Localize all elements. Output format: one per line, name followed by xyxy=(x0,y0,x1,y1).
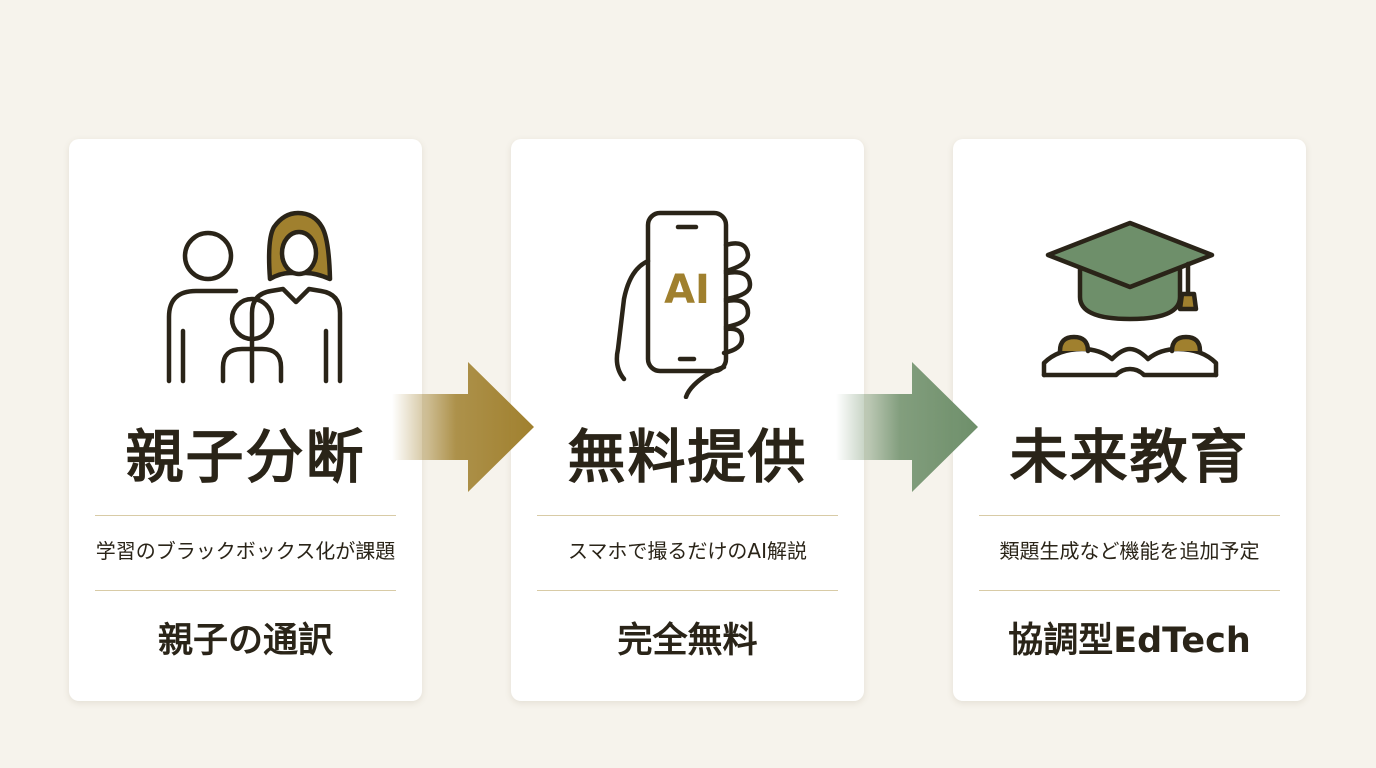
card-icon-area xyxy=(69,199,422,399)
card-future-education: 未来教育 類題生成など機能を追加予定 協調型EdTech xyxy=(953,139,1306,701)
ai-label: AI xyxy=(664,267,710,313)
graduation-cap-icon xyxy=(1041,220,1218,378)
card-description: 類題生成など機能を追加予定 xyxy=(999,539,1260,563)
divider xyxy=(95,515,396,516)
family-icon xyxy=(166,210,342,384)
card-tag: 協調型EdTech xyxy=(1008,621,1251,661)
smartphone-ai-icon: AI xyxy=(614,210,752,399)
card-icon-area xyxy=(953,199,1306,399)
arrow-right-icon xyxy=(836,362,978,492)
card-icon-area: AI xyxy=(511,199,864,399)
card-title: 親子分断 xyxy=(125,423,366,491)
card-description: 学習のブラックボックス化が課題 xyxy=(95,539,396,563)
divider xyxy=(95,590,396,591)
card-title: 未来教育 xyxy=(1009,423,1250,491)
divider xyxy=(537,590,838,591)
card-description: スマホで撮るだけのAI解説 xyxy=(568,539,807,563)
arrow-right-icon xyxy=(392,362,534,492)
card-tag: 親子の通訳 xyxy=(157,621,333,661)
divider xyxy=(979,590,1280,591)
divider xyxy=(537,515,838,516)
divider xyxy=(979,515,1280,516)
card-free-service: AI 無料提供 スマホで撮るだけのAI解説 完全無料 xyxy=(511,139,864,701)
card-parent-child-divide: 親子分断 学習のブラックボックス化が課題 親子の通訳 xyxy=(69,139,422,701)
card-tag: 完全無料 xyxy=(617,621,758,661)
card-title: 無料提供 xyxy=(567,423,808,491)
